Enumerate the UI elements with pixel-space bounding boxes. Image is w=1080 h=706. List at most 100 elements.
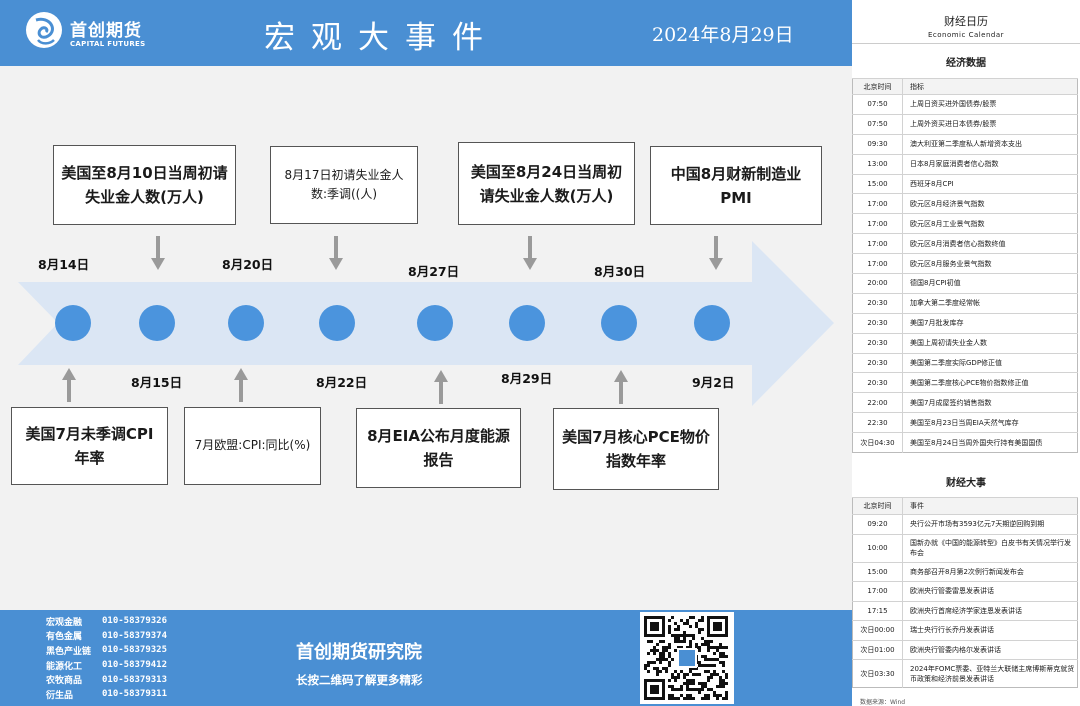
timeline-node (417, 305, 453, 341)
arrow-up-icon (614, 370, 628, 404)
row-item: 美国第二季度核心PCE物价指数修正值 (902, 372, 1078, 393)
logo-chinese-name: 首创期货 (70, 21, 142, 41)
row-time: 17:15 (852, 600, 903, 621)
row-time: 20:00 (852, 273, 903, 294)
row-item: 国新办就《中国的能源转型》白皮书有关情况举行发布会 (902, 533, 1078, 562)
row-time: 15:00 (852, 561, 903, 582)
contact-phone[interactable]: 010-58379412 (102, 660, 168, 671)
row-item: 欧元区8月消费者信心指数终值 (902, 233, 1078, 254)
timeline-node (694, 305, 730, 341)
date-label-top: 8月30日 (594, 264, 646, 279)
row-item: 美国上周初请失业金人数 (902, 332, 1078, 354)
divider (852, 43, 1080, 44)
institute-name: 首创期货研究院 (296, 642, 422, 663)
contact-department: 农牧商品 (46, 676, 83, 687)
row-item: 央行公开市场有3593亿元7天期逆回购到期 (902, 514, 1078, 534)
event-box-bottom-4: 美国7月核心PCE物价指数年率 (553, 408, 719, 490)
event-box-bottom-2: 7月欧盟:CPI:同比(%) (184, 407, 321, 485)
arrow-up-icon (234, 368, 248, 402)
logo-swirl-icon (26, 12, 62, 48)
events-section-title: 财经大事 (946, 478, 986, 489)
col-header-indicator: 指标 (902, 78, 1078, 95)
contact-phone[interactable]: 010-58379313 (102, 674, 168, 685)
logo-english-name: CAPITAL FUTURES (70, 40, 146, 48)
row-time: 20:30 (852, 332, 903, 354)
qr-code-icon[interactable] (640, 612, 734, 704)
table-header-row: 北京时间 事件 (852, 497, 1078, 515)
timeline-node (228, 305, 264, 341)
arrow-up-icon (62, 368, 76, 402)
row-item: 日本8月家庭消费者信心指数 (902, 153, 1078, 175)
row-time: 次日00:00 (852, 620, 903, 640)
row-item: 上周外资买进日本债券/股票 (902, 113, 1078, 135)
row-item: 欧元区8月工业景气指数 (902, 213, 1078, 234)
contact-department: 宏观金融 (46, 617, 83, 628)
arrow-down-icon (523, 236, 537, 270)
row-time: 17:00 (852, 213, 903, 234)
row-item: 西班牙8月CPI (902, 173, 1078, 194)
timeline-node (55, 305, 91, 341)
qr-slogan: 长按二维码了解更多精彩 (296, 673, 423, 687)
row-time: 22:30 (852, 412, 903, 433)
row-item: 瑞士央行行长乔丹发表讲话 (902, 620, 1078, 640)
row-item: 欧洲央行管委内格尔发表讲话 (902, 639, 1078, 660)
row-item: 商务部召开8月第2次例行新闻发布会 (902, 561, 1078, 582)
row-time: 09:30 (852, 133, 903, 155)
event-box-top-1: 美国至8月10日当周初请失业金人数(万人) (53, 145, 236, 225)
row-time: 20:30 (852, 312, 903, 334)
contact-row: 宏观金融 010-58379326 (46, 614, 167, 629)
row-time: 次日01:00 (852, 639, 903, 660)
row-time: 07:50 (852, 113, 903, 135)
row-item: 美国7月批发库存 (902, 312, 1078, 334)
row-time: 07:50 (852, 94, 903, 115)
contact-phone[interactable]: 010-58379311 (102, 689, 168, 700)
timeline-node (509, 305, 545, 341)
contact-phone[interactable]: 010-58379374 (102, 630, 168, 641)
arrow-down-icon (151, 236, 165, 270)
date-label-top: 8月20日 (222, 257, 274, 272)
date-label-bottom: 8月22日 (316, 375, 368, 390)
contact-department: 能源化工 (46, 661, 83, 672)
row-item: 欧洲央行管委雷恩发表讲话 (902, 581, 1078, 601)
event-box-top-3: 美国至8月24日当周初请失业金人数(万人) (458, 142, 635, 225)
row-time: 17:00 (852, 233, 903, 254)
date-label-top: 8月14日 (38, 257, 90, 272)
timeline-arrow-graphic (18, 241, 834, 406)
row-item: 上周日资买进外国债券/股票 (902, 94, 1078, 115)
row-item: 澳大利亚第二季度私人新增资本支出 (902, 133, 1078, 155)
row-item: 德国8月CPI初值 (902, 273, 1078, 294)
arrow-up-icon (434, 370, 448, 404)
col-header-time: 北京时间 (852, 497, 903, 515)
row-time: 17:00 (852, 253, 903, 274)
timeline-node (319, 305, 355, 341)
contact-row: 能源化工 010-58379412 (46, 658, 167, 673)
contact-phone[interactable]: 010-58379325 (102, 645, 168, 656)
event-box-top-2: 8月17日初请失业金人数:季调((人) (270, 146, 418, 224)
row-item: 欧元区8月经济景气指数 (902, 193, 1078, 214)
data-source: 数据来源：Wind (860, 699, 906, 706)
row-time: 10:00 (852, 533, 903, 562)
timeline-node (601, 305, 637, 341)
calendar-title: 财经日历 (944, 15, 988, 28)
contact-phone[interactable]: 010-58379326 (102, 616, 168, 627)
row-time: 20:30 (852, 292, 903, 314)
row-time: 13:00 (852, 153, 903, 175)
table-header-row: 北京时间 指标 (852, 78, 1078, 95)
row-time: 09:20 (852, 514, 903, 534)
